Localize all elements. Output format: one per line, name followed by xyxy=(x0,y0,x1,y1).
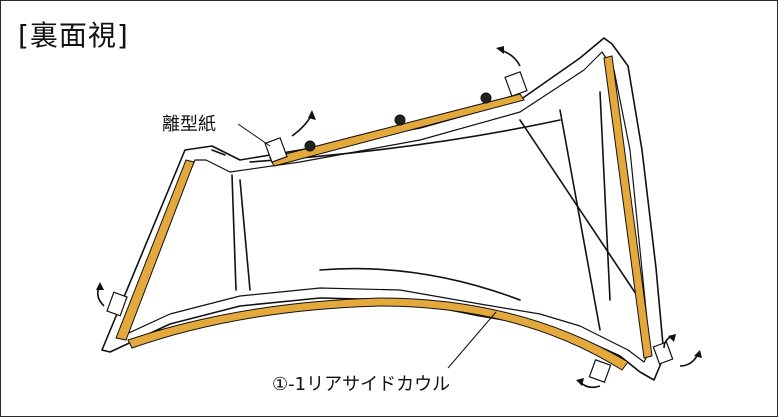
cowl-inner-edge xyxy=(117,51,651,363)
contour-line xyxy=(319,267,521,301)
part-name-label: ①-1リアサイドカウル xyxy=(272,374,451,395)
peel-arrow xyxy=(579,381,601,389)
view-title: [裏面視] xyxy=(18,19,129,52)
mounting-boss xyxy=(304,140,316,152)
arrow-head-icon xyxy=(496,46,504,54)
release-paper-label: 離型紙 xyxy=(162,114,216,135)
tape-strip-right xyxy=(603,55,653,359)
leader-line-part-name xyxy=(447,311,497,369)
mounting-boss xyxy=(480,92,492,104)
arrow-head-icon xyxy=(308,110,316,120)
tape-strip-top xyxy=(269,93,525,167)
release-paper-tab xyxy=(106,291,128,317)
leader-line-release-paper xyxy=(237,123,271,147)
contour-line xyxy=(211,149,226,156)
arrow-head-icon xyxy=(96,282,104,290)
contour-line xyxy=(519,119,641,301)
contour-line xyxy=(231,174,237,291)
contour-line xyxy=(559,109,601,331)
contour-line xyxy=(599,91,611,301)
release-paper-tab xyxy=(264,137,288,163)
arrow-head-icon xyxy=(576,378,584,386)
release-paper-tab xyxy=(504,71,528,97)
mounting-boss xyxy=(394,114,406,126)
contour-line xyxy=(239,179,251,291)
arrow-head-icon xyxy=(694,350,702,358)
tape-strip-left xyxy=(115,159,195,341)
release-paper-tab xyxy=(588,359,612,383)
arrow-head-icon xyxy=(668,334,676,342)
release-paper-tab xyxy=(652,341,674,365)
tape-strip-bottom xyxy=(127,297,629,371)
